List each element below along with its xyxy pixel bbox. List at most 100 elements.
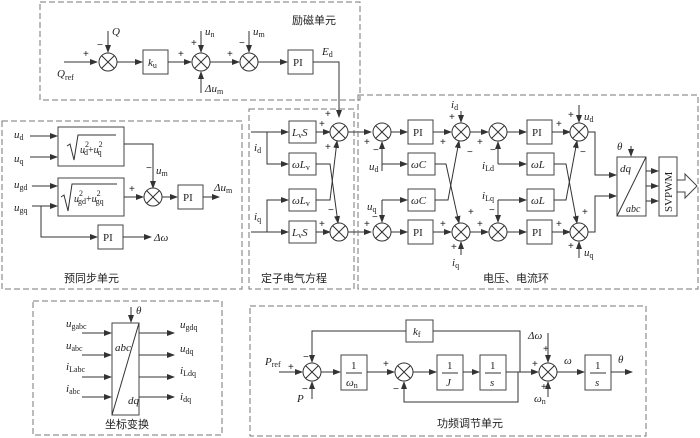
power-freq-unit-frame: [249, 305, 647, 437]
coord-input-ugabc: ugabc: [66, 318, 87, 331]
sign: −: [302, 384, 308, 395]
coord-output-idq: idq: [180, 391, 191, 404]
sign: −: [303, 352, 309, 363]
stator-iq-label: iq: [254, 211, 261, 224]
numerator-label: 1: [595, 360, 601, 372]
coord-unit-frame: [32, 300, 223, 436]
wlv-label: ωLv: [292, 159, 310, 172]
sign: +: [477, 219, 483, 230]
summing-junction: [488, 122, 508, 142]
pi-label: PI: [413, 127, 423, 139]
pi-label: PI: [293, 57, 303, 69]
sign: −: [373, 145, 379, 156]
sign: +: [364, 219, 370, 230]
wl-label: ωL: [531, 195, 545, 207]
voltage-pi-block-q: [407, 219, 434, 245]
vc-theta-label: θ: [617, 141, 623, 153]
wc-label: ωC: [411, 159, 427, 171]
vc-out-uq-label: uq: [584, 247, 594, 260]
um-label: um: [253, 26, 266, 39]
summing-junction: [302, 362, 322, 382]
q-ref-label: Qref: [57, 68, 74, 82]
stator-unit-frame: [248, 108, 355, 290]
kf-label: kf: [413, 326, 421, 339]
sign: −: [490, 145, 496, 156]
wl-label: ωL: [531, 159, 545, 171]
sign: +: [451, 242, 457, 253]
coord-input-iabc: iabc: [66, 383, 81, 396]
vc-id-label: id: [451, 99, 458, 112]
summing-junction: [98, 52, 118, 72]
numerator-label: 1: [351, 360, 357, 372]
numerator-label: 1: [447, 360, 453, 372]
sign: −: [372, 212, 378, 223]
sign: +: [532, 359, 538, 370]
coord-input-ilabc: iLabc: [66, 361, 86, 374]
coord-output-ildq: iLdq: [180, 365, 196, 378]
vc-uq-label: uq: [367, 201, 377, 214]
power-freq-unit-title: 功频调节单元: [437, 416, 503, 430]
summing-junction: [569, 222, 589, 242]
presync-domega-output: Δω: [153, 232, 168, 244]
pi-label: PI: [532, 227, 542, 239]
sign: +: [83, 49, 89, 60]
un-label: un: [205, 26, 215, 39]
summing-junction: [329, 222, 349, 242]
summing-junction: [239, 52, 259, 72]
presync-pi-block-2: [97, 224, 124, 250]
du-m-label: Δum: [204, 83, 224, 96]
coord-output-ugdq: ugdq: [180, 319, 198, 332]
summing-junction: [329, 122, 349, 142]
sign: +: [364, 137, 370, 148]
sign: −: [580, 147, 586, 158]
excitation-unit-title: 励磁单元: [292, 14, 336, 27]
coord-unit-title: 坐标变换: [105, 417, 149, 431]
presync-unit-title: 预同步单元: [64, 272, 119, 285]
sign: +: [325, 109, 331, 120]
excitation-unit: 励磁单元 Qref + Q − ku + un + Δum +: [39, 1, 361, 118]
sign: +: [541, 382, 547, 393]
sign: −: [393, 384, 399, 395]
ed-label: Ed: [321, 46, 333, 59]
stator-equation-unit: 定子电气方程 id iq LvS ωLv ωLv LvS + + + + −: [248, 108, 372, 290]
sign: +: [556, 219, 562, 230]
sign: +: [449, 112, 455, 123]
stator-unit-title: 定子电气方程: [261, 271, 327, 285]
presync-input-ugd: ugd: [14, 179, 28, 192]
vc-ilq-label: iLq: [482, 190, 494, 203]
summing-junction: [372, 122, 392, 142]
sign: +: [325, 142, 331, 153]
sign: +: [582, 207, 588, 218]
sign: −: [239, 38, 245, 49]
sign: +: [568, 110, 574, 121]
sqrt-icon: [66, 134, 116, 161]
sign: +: [468, 207, 474, 218]
ku-label: ku: [148, 57, 157, 70]
summing-junction: [191, 52, 211, 72]
presync-input-ud: ud: [14, 129, 24, 142]
pwm-output-arrow-icon: [676, 172, 698, 200]
theta-output-label: θ: [618, 354, 624, 366]
sign: +: [440, 219, 446, 230]
coord-output-udq: udq: [180, 343, 194, 356]
omega-output-label: ω: [564, 355, 572, 367]
sqrt-ud-uq-block: [57, 126, 125, 167]
sign: +: [288, 362, 294, 373]
pf-omega-n-label: ωn: [534, 393, 546, 406]
vc-loop-frame: [357, 94, 699, 290]
p-ref-label: Pref: [264, 356, 281, 369]
sign: −: [467, 147, 473, 158]
p-feedback-label: P: [296, 393, 304, 405]
sign: +: [191, 38, 197, 49]
dq-label: dq: [620, 163, 632, 175]
sign: +: [477, 137, 483, 148]
presync-input-uq: uq: [14, 153, 24, 166]
svpwm-label: SVPWM: [663, 171, 675, 212]
summing-junction: [143, 187, 163, 207]
summing-junction: [569, 122, 589, 142]
power-frequency-unit: 功频调节单元 Pref + P − − kf 1 ωn + − 1: [249, 305, 647, 437]
sign: −: [489, 205, 495, 216]
summing-junction: [394, 362, 414, 382]
